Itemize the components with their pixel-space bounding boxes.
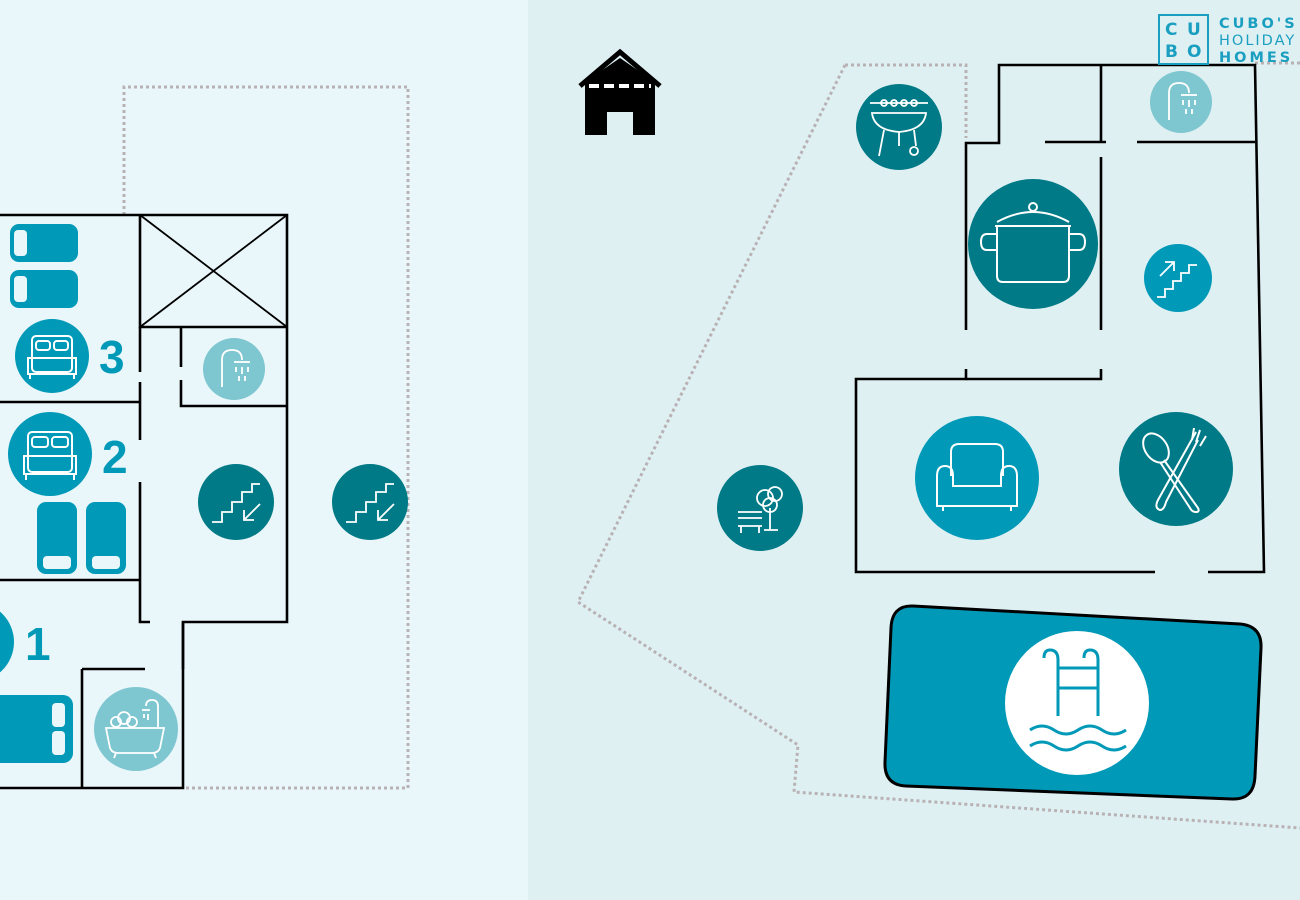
stairs-up-icon	[1144, 244, 1212, 312]
double-bed-icon	[0, 611, 14, 673]
logo-line-3: HOMES	[1219, 50, 1293, 66]
shower-icon	[203, 338, 265, 400]
swimming-pool	[883, 604, 1263, 801]
armchair-icon	[915, 416, 1039, 540]
terrace-boundary	[122, 85, 410, 790]
double-bed-icon	[8, 412, 92, 496]
logo-letter-u: U	[1187, 20, 1201, 40]
logo-letter-b: B	[1165, 42, 1178, 62]
stairs-down-icon	[332, 464, 408, 540]
double-bed-icon	[15, 319, 89, 393]
logo-letter-o: O	[1187, 42, 1201, 62]
plot-boundary	[576, 61, 1300, 830]
logo-line-1: CUBO'S	[1219, 16, 1298, 32]
upper-floor-walls	[0, 213, 289, 790]
barbecue-icon	[856, 84, 942, 170]
stairs-down-icon	[198, 464, 274, 540]
bathtub-icon	[94, 687, 178, 771]
bedroom-3-beds: 3	[10, 224, 125, 393]
room-number-2: 2	[102, 431, 128, 483]
cubos-holiday-homes-logo: C U B O CUBO'S HOLIDAY HOMES	[1158, 14, 1298, 66]
cooking-pot-icon	[968, 179, 1098, 309]
bedroom-1: 1	[0, 611, 73, 763]
twin-beds-icon	[37, 502, 126, 574]
bedroom-2: 2	[8, 412, 128, 574]
twin-beds-icon	[10, 224, 78, 308]
room-number-3: 3	[99, 331, 125, 383]
room-number-1: 1	[25, 618, 51, 670]
twin-beds-icon	[0, 695, 73, 763]
cutlery-icon	[1119, 412, 1233, 526]
house-icon	[578, 48, 662, 135]
logo-letter-c: C	[1165, 20, 1177, 40]
pool-ladder-icon	[1005, 631, 1149, 775]
logo-line-2: HOLIDAY	[1219, 33, 1296, 49]
shower-icon	[1150, 71, 1212, 133]
ground-floor-walls	[854, 63, 1266, 574]
garden-bench-icon	[717, 465, 803, 551]
